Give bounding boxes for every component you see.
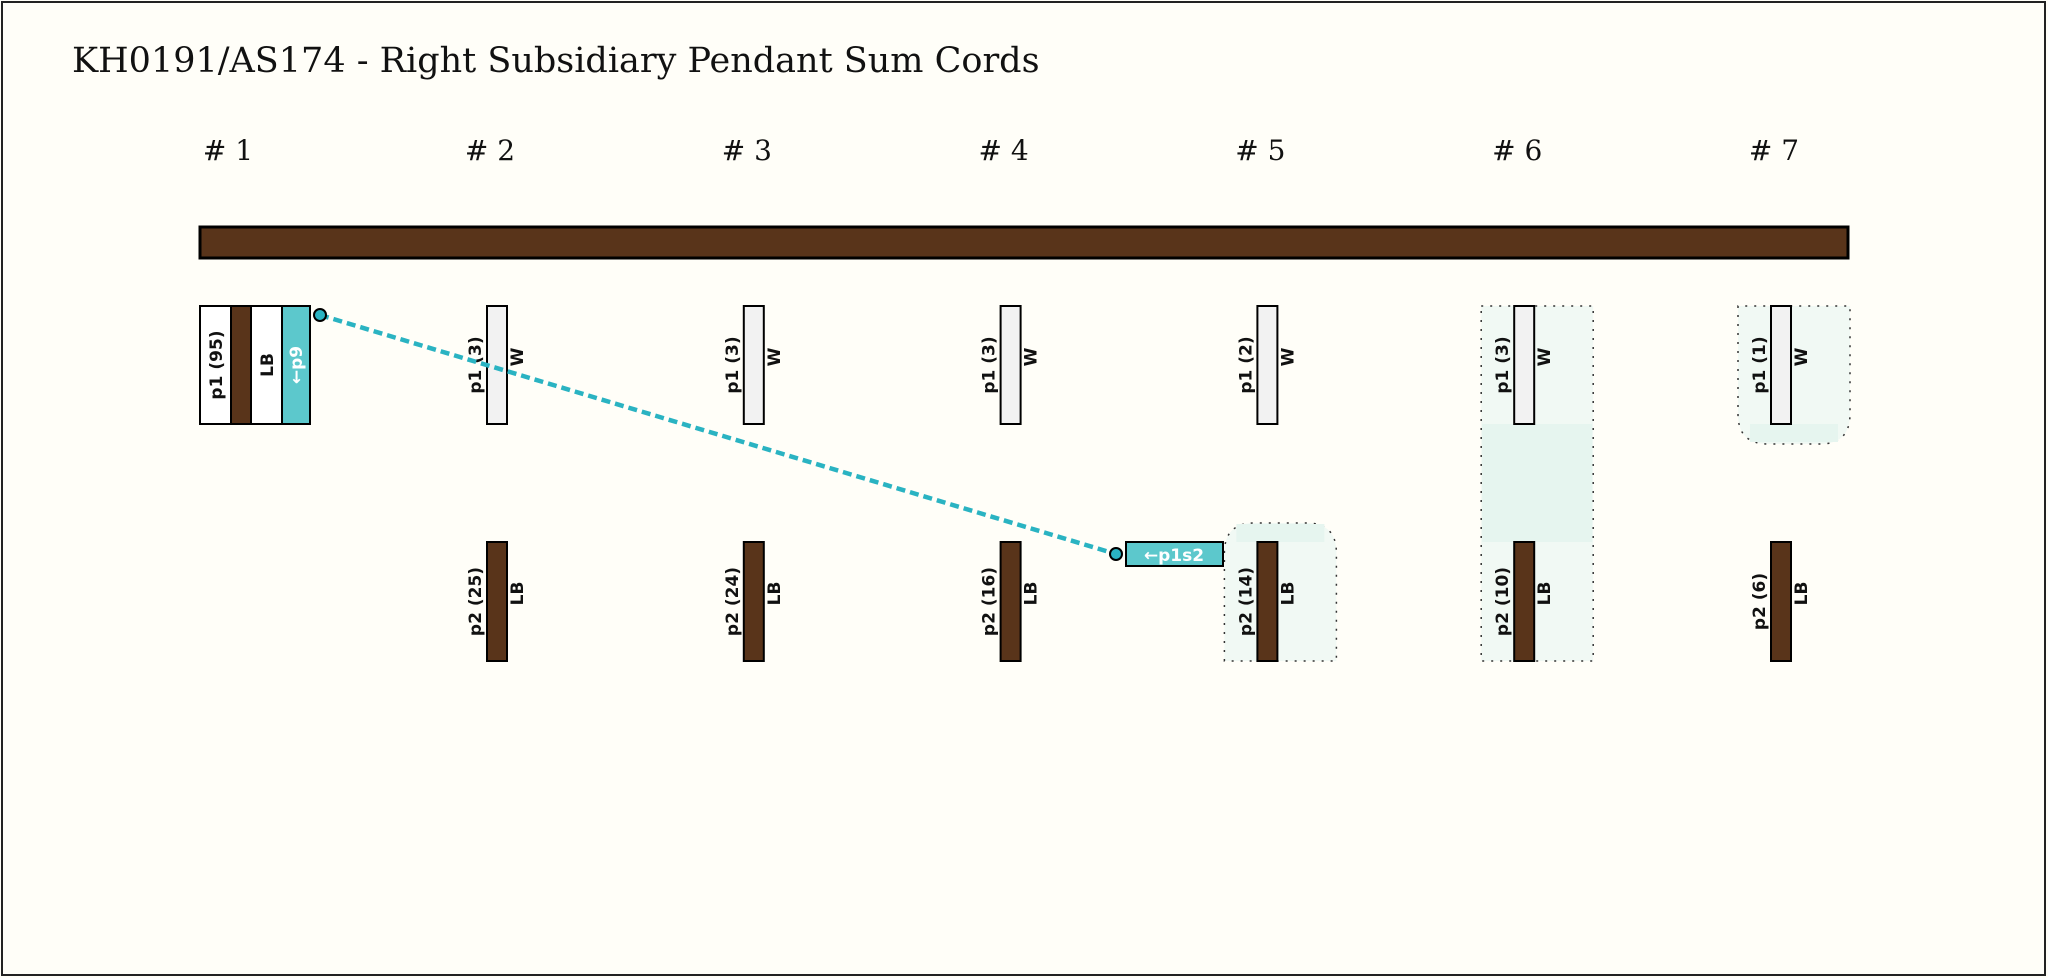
cord-top-label: p1 (1) — [1750, 336, 1770, 393]
cord-top-color: W — [1535, 347, 1555, 366]
pendant-cord-bottom[interactable]: p2 (6) LB — [1750, 541, 1812, 662]
pendant-cord-top[interactable]: p1 (1) W — [1750, 305, 1812, 425]
sum-cord-color-label: LB — [258, 353, 278, 377]
cord-top-bar[interactable] — [999, 305, 1022, 425]
highlight-cap — [1750, 424, 1838, 442]
pendant-cord-bottom[interactable]: p2 (16) LB — [980, 541, 1042, 662]
column-header-7: # 7 — [1749, 134, 1799, 167]
cord-bottom-label: p2 (25) — [466, 567, 486, 636]
cord-bottom-bar[interactable] — [1513, 541, 1536, 662]
cord-top-bar[interactable] — [742, 305, 765, 425]
column-header-2: # 2 — [465, 134, 515, 167]
link-start-dot[interactable] — [313, 308, 327, 322]
cord-bottom-label: p2 (16) — [980, 567, 1000, 636]
highlight-region — [1737, 305, 1851, 445]
cord-bottom-bar[interactable] — [1256, 541, 1279, 662]
pendant-cord-top[interactable]: p1 (3) W — [980, 305, 1042, 425]
cord-top-bar[interactable] — [486, 305, 508, 425]
highlight-cap — [1236, 524, 1325, 542]
cord-bottom-label: p2 (10) — [1493, 567, 1513, 636]
highlights — [1223, 305, 1851, 662]
cord-top-color: W — [765, 347, 785, 366]
cord-top-label: p1 (3) — [723, 336, 743, 393]
sum-cord-link-cell[interactable] — [281, 305, 311, 425]
cord-bottom-label: p2 (24) — [723, 567, 743, 636]
cord-bottom-bar[interactable] — [742, 541, 765, 662]
sum-cord-label-cell — [199, 305, 232, 425]
cord-top-label: p1 (3) — [980, 336, 1000, 393]
cord-top-bar[interactable] — [1256, 305, 1279, 425]
link-dashed-line — [319, 312, 1117, 557]
column-headers: # 1 # 2 # 3 # 4 # 5 # 6 # 7 — [203, 134, 1799, 167]
cord-top-color: W — [508, 347, 528, 366]
sum-cord-link-label: ←p9 — [287, 346, 307, 384]
column-header-5: # 5 — [1235, 134, 1285, 167]
cord-top-color: W — [1022, 347, 1042, 366]
cord-bottom-color: LB — [1022, 582, 1042, 606]
pendant-cord-bottom[interactable]: p2 (25) LB — [466, 541, 528, 662]
sum-cord-brown-strip — [230, 305, 252, 425]
cord-top-color: W — [1278, 347, 1298, 366]
cord-top-label: p1 (2) — [1236, 336, 1256, 393]
sum-cord-color-cell — [250, 305, 283, 425]
column-header-3: # 3 — [722, 134, 772, 167]
sum-cord-group[interactable]: p1 (95) LB ←p9 — [199, 305, 311, 425]
cord-top-color: W — [1792, 347, 1812, 366]
highlight-region — [1223, 522, 1338, 662]
cord-bottom-color: LB — [765, 582, 785, 606]
pendant-cord-bottom[interactable]: p2 (24) LB — [723, 541, 785, 662]
cord-bottom-bar[interactable] — [999, 541, 1022, 662]
cord-bottom-bar[interactable] — [486, 541, 508, 662]
pendant-cord-bottom[interactable]: p2 (14) LB — [1236, 541, 1298, 662]
cord-bottom-color: LB — [1278, 582, 1298, 606]
cord-bottom-bar[interactable] — [1770, 541, 1792, 662]
pendant-cord-bottom[interactable]: p2 (10) LB — [1493, 541, 1555, 662]
sum-cord-label: p1 (95) — [207, 330, 227, 399]
cord-bottom-color: LB — [508, 582, 528, 606]
pendant-cord-top[interactable]: p1 (3) W — [1493, 305, 1555, 425]
column-header-1: # 1 — [203, 134, 253, 167]
cord-bottom-label: p2 (14) — [1236, 567, 1256, 636]
link-target-box[interactable] — [1125, 541, 1224, 567]
pendant-cord-top[interactable]: p1 (3) W — [723, 305, 785, 425]
cord-top-label: p1 (3) — [1493, 336, 1513, 393]
highlight-gap — [1482, 424, 1593, 542]
cord-bottom-color: LB — [1792, 582, 1812, 606]
primary-cord-bar — [198, 225, 1850, 260]
cord-top-label: p1 (3) — [466, 336, 486, 393]
column-header-4: # 4 — [979, 134, 1029, 167]
column-header-6: # 6 — [1492, 134, 1542, 167]
page-title: KH0191/AS174 - Right Subsidiary Pendant … — [72, 41, 1040, 81]
pendant-cord-top[interactable]: p1 (2) W — [1236, 305, 1298, 425]
cord-bottom-label: p2 (6) — [1750, 573, 1770, 630]
pendant-cords: p1 (3) Wp2 (25) LB p1 (3) Wp2 (24) LB p1 (3) Wp… — [466, 305, 1812, 662]
cord-top-bar[interactable] — [1513, 305, 1536, 425]
link-group: ←p1s2 — [313, 308, 1224, 567]
cord-bottom-color: LB — [1535, 582, 1555, 606]
pendant-cord-top[interactable]: p1 (3) W — [466, 305, 528, 425]
cord-top-bar[interactable] — [1770, 305, 1792, 425]
link-target-label: ←p1s2 — [1144, 546, 1204, 566]
link-end-dot[interactable] — [1109, 547, 1123, 561]
